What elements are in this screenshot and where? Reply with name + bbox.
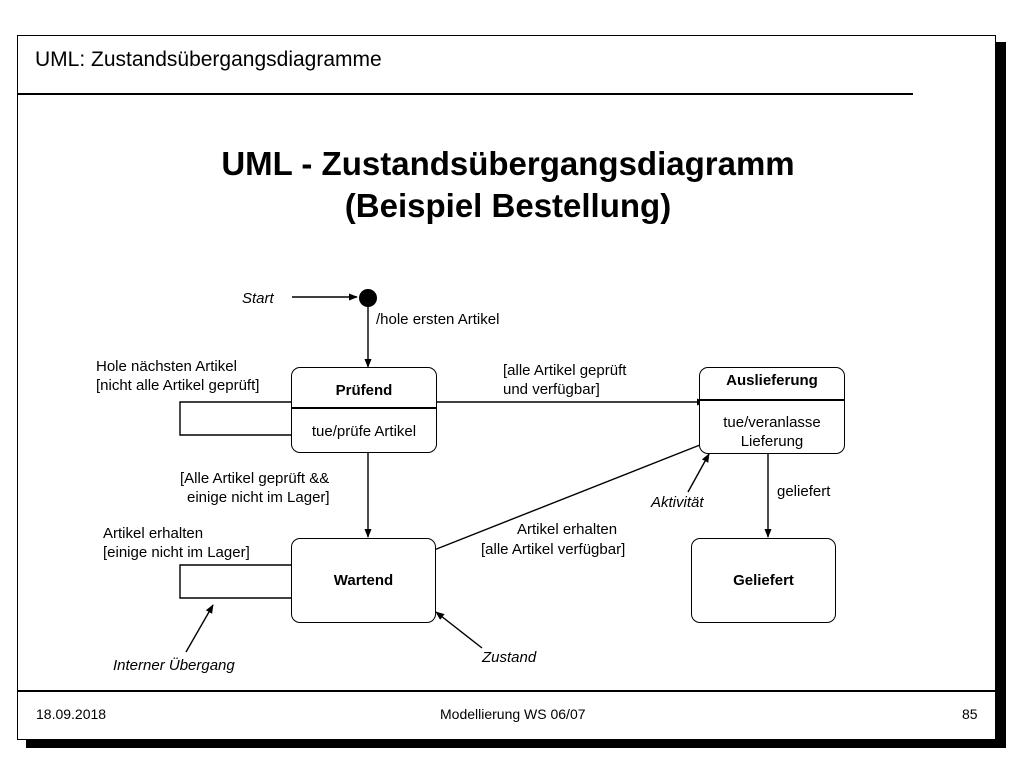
label-interner-uebergang: Interner Übergang [113,657,235,674]
footer-divider [18,690,995,692]
label-alle-geprueft-lager-2: einige nicht im Lager] [187,489,330,506]
label-hole-naechsten-1: Hole nächsten Artikel [96,358,237,375]
label-alle-geprueft-lager-1: [Alle Artikel geprüft && [180,470,330,487]
footer-course: Modellierung WS 06/07 [440,706,586,722]
state-auslieferung-activity-2: Lieferung [740,433,804,450]
footer-page-number: 85 [962,706,978,722]
label-alle-geprueft-2: und verfügbar] [503,381,600,398]
slide-header-title: UML: Zustandsübergangsdiagramme [35,48,382,71]
label-zustand: Zustand [482,649,537,666]
state-pruefend-name: Prüfend [335,382,393,399]
pointer-zustand [435,611,483,649]
pointer-interner-uebergang [185,604,214,653]
label-erhalten-einige-2: [einige nicht im Lager] [103,544,250,561]
label-alle-geprueft-1: [alle Artikel geprüft [503,362,627,379]
state-geliefert: Geliefert [691,538,836,623]
state-auslieferung-divider [700,399,844,401]
state-wartend: Wartend [291,538,436,623]
state-auslieferung-name: Auslieferung [726,372,818,389]
label-start: Start [242,290,274,307]
state-pruefend-activity: tue/prüfe Artikel [311,423,417,440]
label-hole-ersten-artikel: /hole ersten Artikel [376,311,500,328]
footer-date: 18.09.2018 [36,706,107,722]
label-hole-naechsten-2: [nicht alle Artikel geprüft] [96,377,260,394]
state-geliefert-name: Geliefert [733,572,794,589]
state-wartend-name: Wartend [333,572,394,589]
label-erhalten-alle-2: [alle Artikel verfügbar] [481,541,626,558]
state-pruefend-divider [292,407,436,409]
main-title-line2: (Beispiel Bestellung) [344,187,672,224]
label-erhalten-alle-1: Artikel erhalten [517,521,618,538]
label-erhalten-einige-1: Artikel erhalten [103,525,204,542]
state-auslieferung-activity-1: tue/veranlasse [723,414,821,431]
self-loop-pruefend [179,401,292,436]
state-pruefend: Prüfend tue/prüfe Artikel [291,367,437,453]
label-aktivitaet: Aktivität [651,494,704,511]
label-geliefert-transition: geliefert [777,483,831,500]
initial-state-dot [359,289,377,307]
pointer-aktivitaet [687,453,710,493]
header-divider [18,93,913,95]
main-title-line1: UML - Zustandsübergangsdiagramm [221,145,795,182]
arrow-wartend-to-auslieferung [433,440,711,551]
self-loop-wartend [179,564,291,599]
state-auslieferung: Auslieferung tue/veranlasse Lieferung [699,367,845,454]
